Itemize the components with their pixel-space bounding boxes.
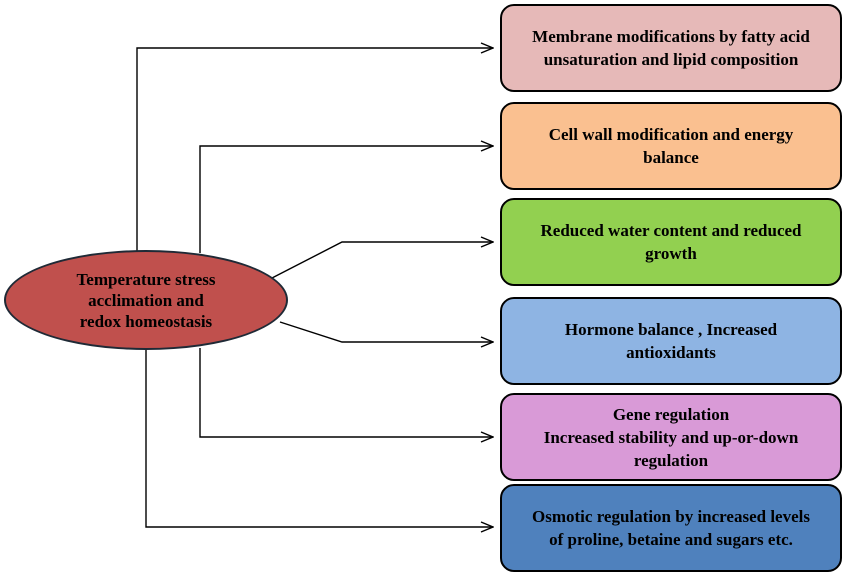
central-concept-label: Temperature stress acclimation and redox… <box>76 269 216 331</box>
effect-box-membrane-modifications: Membrane modifications by fatty acid uns… <box>500 4 842 92</box>
arrow-to-effect-1 <box>136 48 493 252</box>
arrow-to-effect-4 <box>279 321 493 342</box>
effect-label: Osmotic regulation by increased levels o… <box>532 507 810 549</box>
effect-label: Gene regulation Increased stability and … <box>543 404 799 470</box>
effect-box-cell-wall-modification: Cell wall modification and energy balanc… <box>500 102 842 190</box>
arrow-to-effect-5 <box>199 348 493 437</box>
effect-label: Reduced water content and reduced growth <box>540 221 802 263</box>
effect-label: Cell wall modification and energy balanc… <box>548 125 794 167</box>
effect-box-osmotic-regulation: Osmotic regulation by increased levels o… <box>500 484 842 572</box>
effect-label: Hormone balance , Increased antioxidants <box>564 320 778 362</box>
arrow-to-effect-6 <box>145 350 493 527</box>
effect-box-hormone-balance: Hormone balance , Increased antioxidants <box>500 297 842 385</box>
effect-box-gene-regulation: Gene regulation Increased stability and … <box>500 393 842 481</box>
central-concept-node: Temperature stress acclimation and redox… <box>4 250 288 350</box>
arrow-to-effect-2 <box>199 146 493 253</box>
effect-box-reduced-water-content: Reduced water content and reduced growth <box>500 198 842 286</box>
effect-label: Membrane modifications by fatty acid uns… <box>532 27 810 69</box>
arrow-to-effect-3 <box>271 242 493 279</box>
